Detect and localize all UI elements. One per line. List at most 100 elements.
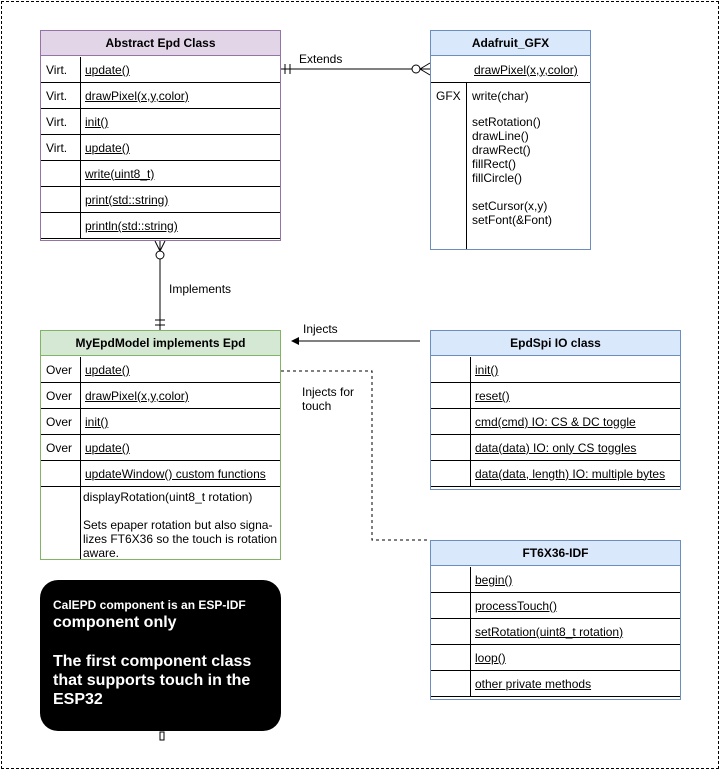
method-name: data(data) IO: only CS toggles <box>475 440 637 455</box>
method-row: Over update() <box>41 435 280 461</box>
gfx-method: setRotation() <box>472 115 541 129</box>
method-row: println(std::string) <box>41 213 280 239</box>
method-name: cmd(cmd) IO: CS & DC toggle <box>475 414 636 429</box>
method-row: Virt. drawPixel(x,y,color) <box>41 83 280 109</box>
gfx-method: fillCircle() <box>472 171 522 185</box>
gfx-method: setCursor(x,y) <box>472 199 548 213</box>
gfx-method: fillRect() <box>472 157 516 171</box>
method-row: cmd(cmd) IO: CS & DC toggle <box>431 409 680 435</box>
implements-label: Implements <box>169 282 232 296</box>
method-key: Virt. <box>41 57 81 82</box>
method-name: loop() <box>475 650 506 665</box>
method-key: Over <box>41 357 81 382</box>
extends-crow-1 <box>419 62 431 70</box>
method-name: update() <box>85 440 130 455</box>
method-name: write(uint8_t) <box>85 166 155 181</box>
method-row: reset() <box>431 383 680 409</box>
method-key <box>431 619 471 644</box>
method-name: reset() <box>475 388 510 403</box>
method-key <box>431 409 471 434</box>
gfx-method: setFont(&Font) <box>472 213 553 227</box>
gfx-key: GFX <box>436 89 461 103</box>
method-key: Over <box>41 435 81 460</box>
method-name: init() <box>85 414 109 429</box>
gfx-method: write(char) <box>472 89 529 103</box>
method-name: println(std::string) <box>85 218 178 233</box>
method-key <box>41 161 81 186</box>
method-name: updateWindow() custom functions <box>85 466 266 481</box>
note-line-2: component only <box>53 614 177 631</box>
my-epd-model-title: MyEpdModel implements Epd <box>41 331 280 356</box>
extends-crow-2 <box>419 68 431 76</box>
method-row: data(data, length) IO: multiple bytes <box>431 461 680 487</box>
injects-touch-label-line2: touch <box>302 399 332 413</box>
extends-label: Extends <box>299 52 343 66</box>
injects-label: Injects <box>303 322 338 336</box>
method-key <box>431 461 471 486</box>
adafruit-gfx-title: Adafruit_GFX <box>431 31 590 56</box>
method-row: Over init() <box>41 409 280 435</box>
method-key <box>431 57 467 82</box>
extends-circle <box>411 64 421 74</box>
abstract-epd-class: Abstract Epd Class Virt. update() Virt. … <box>40 30 281 241</box>
method-key: Over <box>41 409 81 434</box>
note-line-3: The first component class that supports … <box>53 653 252 708</box>
note-line-1: CalEPD component is an ESP-IDF <box>53 598 246 612</box>
ft6x36-title: FT6X36-IDF <box>431 541 680 566</box>
method-name: print(std::string) <box>85 192 169 207</box>
method-row: begin() <box>431 567 680 593</box>
method-row: loop() <box>431 645 680 671</box>
gfx-method <box>472 185 552 199</box>
method-row: Over update() <box>41 357 280 383</box>
method-name: data(data, length) IO: multiple bytes <box>475 466 666 481</box>
method-name: processTouch() <box>475 598 558 613</box>
method-key: Over <box>41 383 81 408</box>
method-name: drawPixel(x,y,color) <box>85 88 189 103</box>
method-row: print(std::string) <box>41 187 280 213</box>
abstract-epd-title: Abstract Epd Class <box>41 31 280 56</box>
method-key <box>431 383 471 408</box>
method-name: init() <box>85 114 109 129</box>
method-key <box>431 435 471 460</box>
my-epd-model-class: MyEpdModel implements Epd Over update() … <box>40 330 281 560</box>
method-row: drawPixel(x,y,color) <box>431 57 590 83</box>
ft6x36-idf-class: FT6X36-IDF begin() processTouch() setRot… <box>430 540 681 700</box>
adafruit-gfx-class: Adafruit_GFX drawPixel(x,y,color) GFX wr… <box>430 30 591 250</box>
epdspi-title: EpdSpi IO class <box>431 331 680 356</box>
gfx-key-column: GFX <box>431 83 467 249</box>
method-name: update() <box>85 140 130 155</box>
injects-arrowhead <box>291 337 299 345</box>
method-name: other private methods <box>475 676 592 691</box>
method-row: init() <box>431 357 680 383</box>
method-name: update() <box>85 62 130 77</box>
method-row: setRotation(uint8_t rotation) <box>431 619 680 645</box>
gfx-method: drawLine() <box>472 129 529 143</box>
note-anchor <box>159 731 165 741</box>
gfx-method-list: write(char) setRotation() drawLine() dra… <box>472 89 552 227</box>
method-row: Virt. update() <box>41 135 280 161</box>
gfx-method <box>472 103 552 115</box>
method-row: updateWindow() custom functions <box>41 461 280 487</box>
implements-crow-1 <box>154 240 161 252</box>
display-rotation-description: Sets epaper rotation but also signa-lize… <box>83 518 278 560</box>
method-row: other private methods <box>431 671 680 697</box>
method-key <box>41 213 81 238</box>
method-row: write(uint8_t) <box>41 161 280 187</box>
method-key: Virt. <box>41 109 81 134</box>
method-key <box>431 645 471 670</box>
method-row: processTouch() <box>431 593 680 619</box>
method-name: update() <box>85 362 130 377</box>
method-name: drawPixel(x,y,color) <box>85 388 189 403</box>
method-key <box>431 357 471 382</box>
injects-touch-line <box>281 370 430 541</box>
method-row: data(data) IO: only CS toggles <box>431 435 680 461</box>
implements-circle <box>155 250 165 260</box>
implements-crow-2 <box>159 240 166 252</box>
injects-touch-label-line1: Injects for <box>302 385 355 399</box>
method-key <box>41 187 81 212</box>
method-name: drawPixel(x,y,color) <box>474 62 578 77</box>
method-row: Virt. update() <box>41 57 280 83</box>
method-key <box>431 567 471 592</box>
method-key <box>431 671 471 696</box>
